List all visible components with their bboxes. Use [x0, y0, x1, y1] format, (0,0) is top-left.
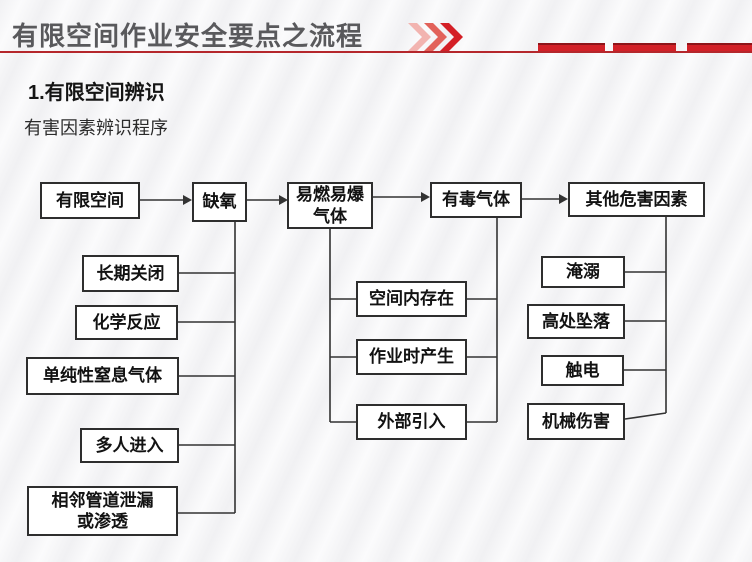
flow-node-electric-shock: 触电 — [541, 355, 624, 386]
page-title: 有限空间作业安全要点之流程 — [12, 21, 364, 51]
section-heading: 1.有限空间辨识 — [28, 82, 165, 104]
arrowheads — [183, 192, 568, 205]
flow-node-multiple-people-entering: 多人进入 — [80, 428, 179, 463]
flow-node-long-term-closure: 长期关闭 — [82, 255, 179, 292]
header-divider — [0, 51, 752, 53]
flow-node-adjacent-pipeline-leak: 相邻管道泄漏 或渗透 — [27, 486, 178, 536]
flow-node-other-hazards: 其他危害因素 — [568, 182, 705, 217]
flow-node-limited-space: 有限空间 — [40, 182, 140, 219]
triple-chevron-right-icon — [408, 23, 463, 51]
flow-node-mechanical-injury: 机械伤害 — [527, 403, 625, 440]
flow-node-simple-asphyxiant-gas: 单纯性窒息气体 — [26, 357, 179, 395]
flow-node-fall-from-height: 高处坠落 — [527, 304, 625, 339]
header-dash — [613, 43, 676, 51]
flow-node-existing-in-space: 空间内存在 — [356, 281, 467, 317]
flow-node-drowning: 淹溺 — [541, 256, 625, 288]
header-dash — [538, 43, 605, 51]
flow-node-produced-during-work: 作业时产生 — [356, 339, 467, 375]
flow-node-toxic-gas: 有毒气体 — [430, 182, 522, 218]
flow-node-chemical-reaction: 化学反应 — [75, 305, 178, 340]
flow-node-oxygen-deficiency: 缺氧 — [192, 182, 247, 222]
section-subheading: 有害因素辨识程序 — [24, 118, 168, 138]
flow-node-externally-introduced: 外部引入 — [356, 404, 467, 440]
flow-node-flammable-explosive-gas: 易燃易爆 气体 — [287, 182, 373, 229]
header-dash — [687, 43, 752, 51]
